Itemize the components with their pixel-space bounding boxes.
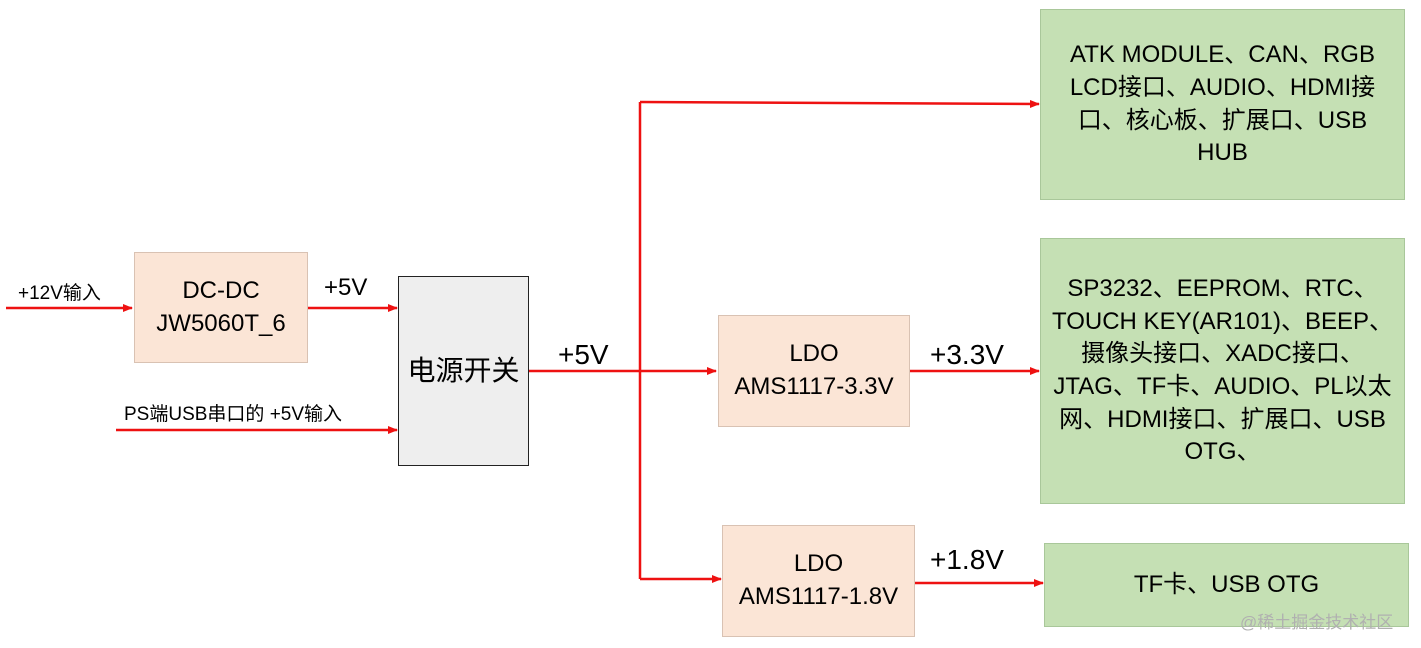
switch-out-label: +5V xyxy=(558,339,609,370)
ldo18-line2: AMS1117-1.8V xyxy=(738,583,899,610)
ldo18-out-label: +1.8V xyxy=(930,544,1004,575)
dcdc-out-label: +5V xyxy=(324,274,368,301)
ldo33-line2: AMS1117-3.3V xyxy=(734,373,894,400)
load-5v-box: ATK MODULE、CAN、RGB LCD接口、AUDIO、HDMI接口、核心… xyxy=(1040,9,1405,200)
load-1v8-text: TF卡、USB OTG xyxy=(1133,570,1320,598)
ldo18-line1: LDO xyxy=(793,550,844,578)
load-5v-text: ATK MODULE、CAN、RGB LCD接口、AUDIO、HDMI接口、核心… xyxy=(1069,41,1376,167)
wire-to-5v-loads xyxy=(639,99,1040,108)
power-switch-box: 电源开关 xyxy=(398,276,529,466)
input-usb-label: PS端USB串口的 +5V输入 xyxy=(124,404,343,425)
load-3v3-text: SP3232、EEPROM、RTC、TOUCH KEY(AR101)、BEEP、… xyxy=(1052,275,1393,466)
dcdc-box: DC-DC JW5060T_6 xyxy=(134,252,308,363)
dcdc-line1: DC-DC xyxy=(182,276,260,304)
ldo33-line1: LDO xyxy=(789,340,839,368)
power-switch-label: 电源开关 xyxy=(407,354,520,386)
ldo33-out-label: +3.3V xyxy=(930,339,1004,370)
input-12v-label: +12V输入 xyxy=(18,283,101,304)
load-3v3-box: SP3232、EEPROM、RTC、TOUCH KEY(AR101)、BEEP、… xyxy=(1040,238,1405,504)
watermark: @稀土掘金技术社区 xyxy=(1240,613,1394,632)
ldo33-box: LDO AMS1117-3.3V xyxy=(718,315,910,427)
load-1v8-box: TF卡、USB OTG xyxy=(1044,543,1409,627)
ldo18-box: LDO AMS1117-1.8V xyxy=(722,525,915,637)
dcdc-line2: JW5060T_6 xyxy=(156,309,286,337)
